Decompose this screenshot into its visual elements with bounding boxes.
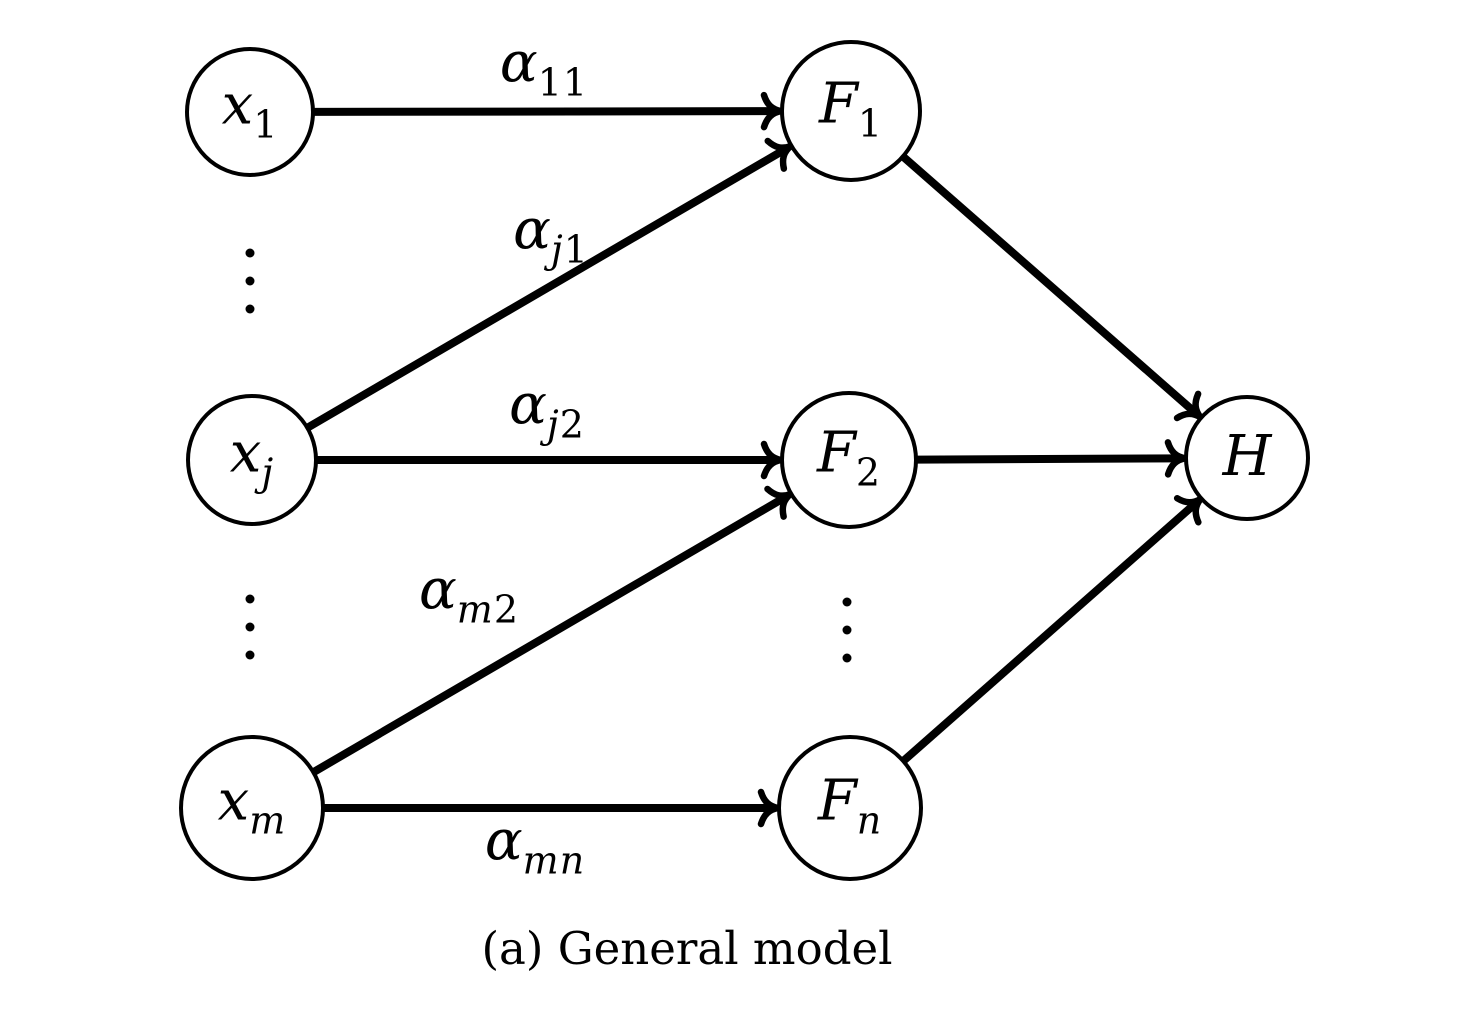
dots-x-upper-dot-1 <box>245 248 255 258</box>
node-F1 <box>780 40 922 182</box>
edge-F2-H <box>916 439 1186 478</box>
dots-x-lower-dot-3 <box>245 650 255 660</box>
edge-xj-F1 <box>306 137 793 431</box>
edge-Fn-H <box>901 494 1204 764</box>
node-xj <box>186 394 318 526</box>
edge-xm-F2 <box>312 485 793 776</box>
dots-x-upper-dot-3 <box>245 304 255 314</box>
dots-x-upper-dot-2 <box>245 276 255 286</box>
dots-F-dot-3 <box>842 653 852 663</box>
dots-F-dot-1 <box>842 597 852 607</box>
node-H <box>1184 395 1310 521</box>
dots-x-lower-dot-2 <box>245 622 255 632</box>
node-xm <box>179 735 325 881</box>
dots-x-lower-dot-1 <box>245 594 255 604</box>
node-x1 <box>185 47 315 177</box>
node-F2 <box>780 391 918 529</box>
dots-F-dot-2 <box>842 625 852 635</box>
edge-F1-H <box>901 154 1204 422</box>
node-Fn <box>777 735 923 881</box>
figure-caption: (a) General model <box>481 922 893 975</box>
edge-x1-F1 <box>313 91 782 131</box>
